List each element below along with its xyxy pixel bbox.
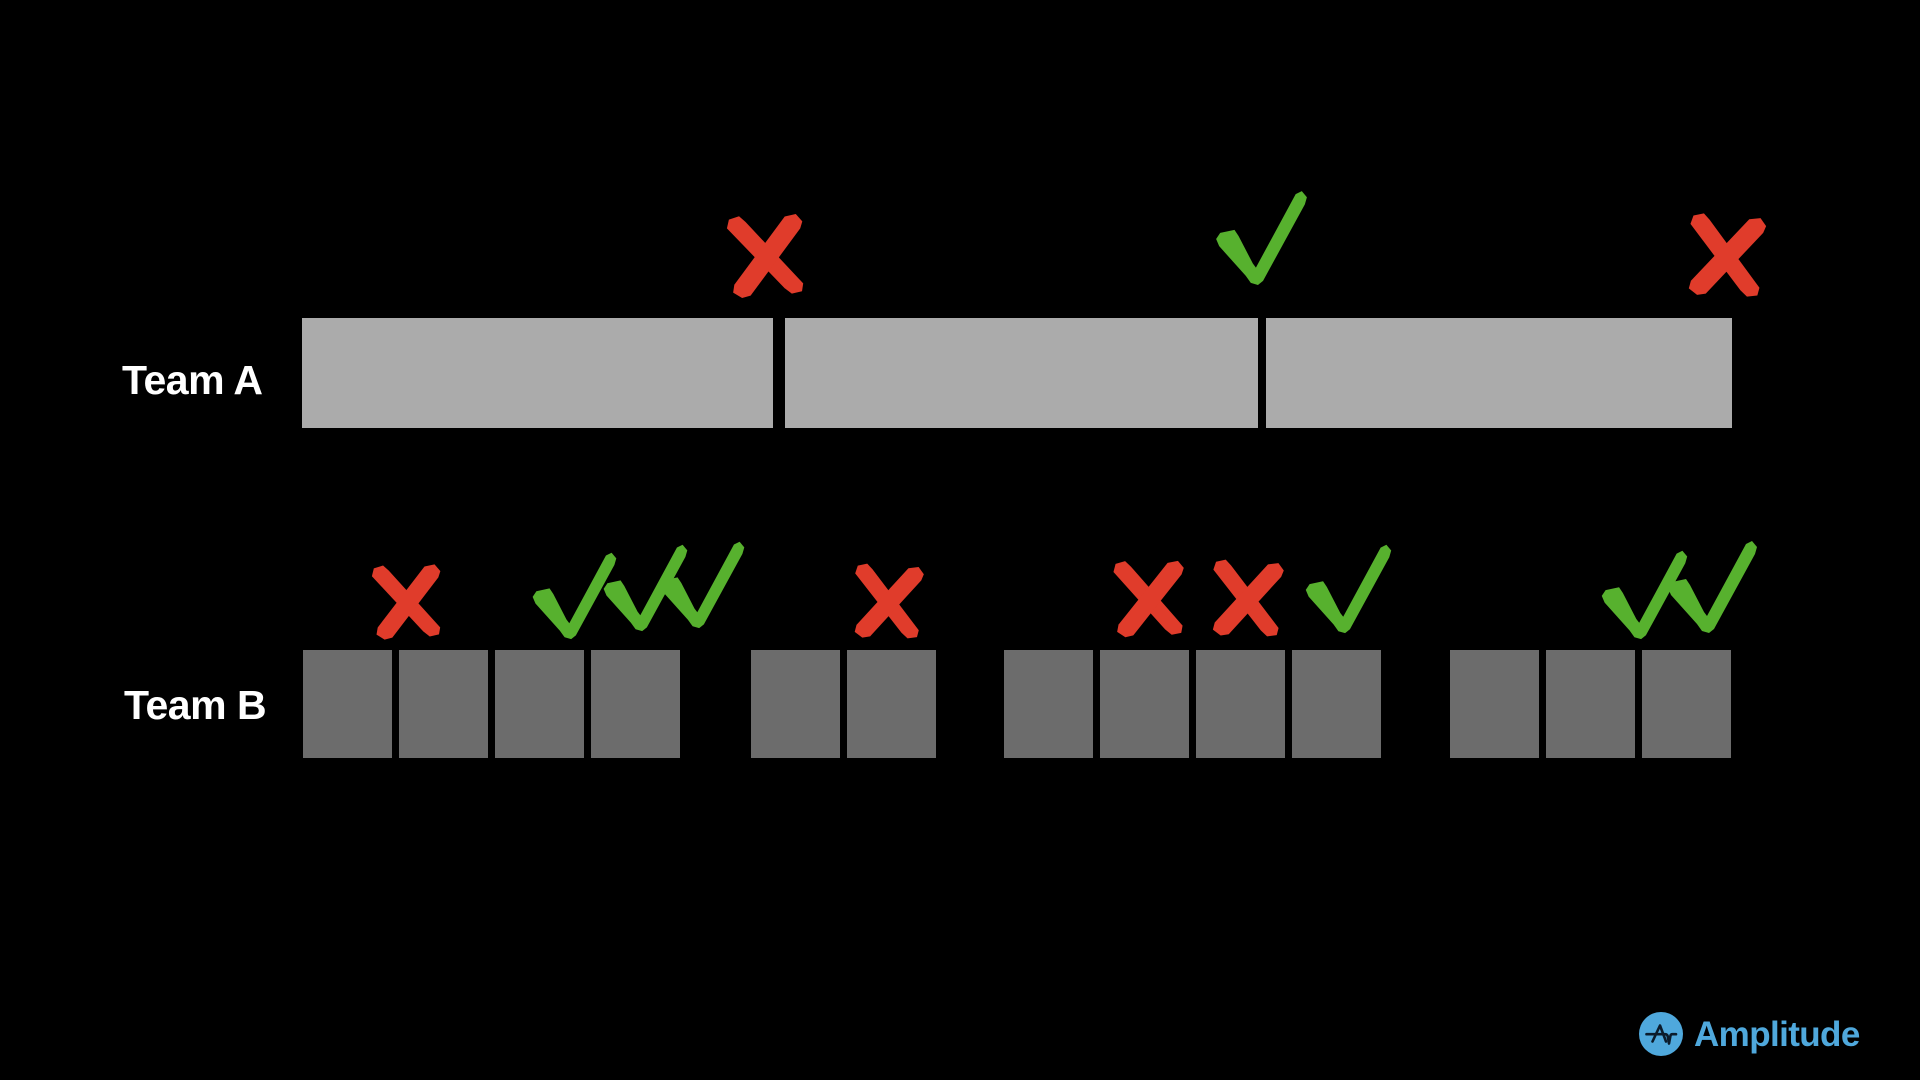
check-icon (1210, 186, 1312, 288)
team-b-block (1546, 650, 1635, 758)
check-icon (1300, 540, 1396, 636)
check-icon (1596, 546, 1692, 642)
team-b-block (1642, 650, 1731, 758)
team-b-block (303, 650, 392, 758)
cross-icon (1680, 210, 1770, 300)
team-b-block (1100, 650, 1189, 758)
team-b-block (1196, 650, 1285, 758)
team-a-bar (785, 318, 1258, 428)
team-b-block (751, 650, 840, 758)
check-icon (1662, 536, 1762, 636)
team-a-label: Team A (122, 357, 263, 403)
team-a-bar (302, 318, 773, 428)
team-b-block (1292, 650, 1381, 758)
amplitude-logo: Amplitude (1639, 1012, 1860, 1056)
team-b-label: Team B (124, 682, 267, 728)
team-b-block (399, 650, 488, 758)
amplitude-logo-mark (1639, 1012, 1683, 1056)
check-icon (598, 540, 692, 634)
team-b-block (1004, 650, 1093, 758)
team-a-bar (1266, 318, 1732, 428)
cross-icon (1205, 557, 1288, 640)
team-b-block (1450, 650, 1539, 758)
cross-icon (365, 560, 447, 642)
amplitude-wordmark: Amplitude (1694, 1014, 1860, 1054)
team-b-block (591, 650, 680, 758)
check-icon (527, 548, 621, 642)
check-icon (655, 537, 749, 631)
team-b-block (495, 650, 584, 758)
team-b-block (847, 650, 936, 758)
cross-icon (719, 209, 811, 301)
cross-icon (1107, 557, 1190, 640)
cross-icon (847, 561, 928, 642)
